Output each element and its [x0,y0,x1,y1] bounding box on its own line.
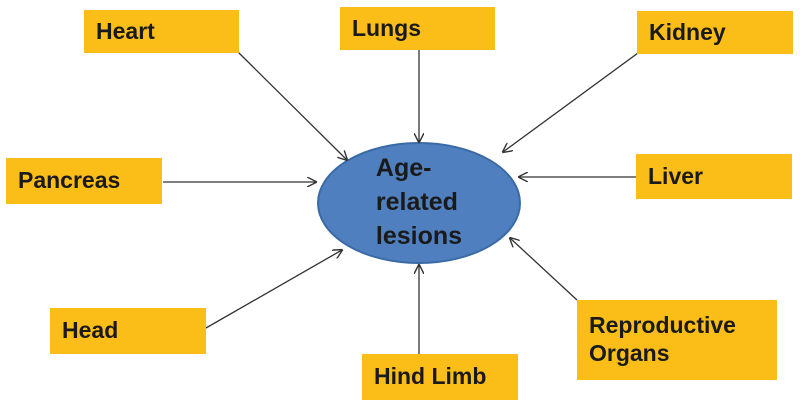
node-reproductive-organs: Reproductive Organs [577,300,777,380]
center-label-text: Age- related lesions [375,154,463,250]
node-kidney: Kidney [637,11,793,54]
arrow-heart [237,51,347,160]
node-pancreas-label: Pancreas [18,167,121,194]
node-reproductive-organs-label: Reproductive Organs [589,312,736,366]
node-lungs-label: Lungs [352,14,421,41]
arrow-reproductive-organs [510,238,578,301]
node-liver-label: Liver [648,162,703,189]
node-head: Head [50,308,206,354]
node-pancreas: Pancreas [6,158,162,204]
center-label: Age- related lesions [318,143,520,263]
center-ellipse [317,142,521,264]
node-hind-limb: Hind Limb [362,354,518,400]
node-head-label: Head [62,317,119,344]
node-kidney-label: Kidney [649,18,726,45]
node-heart-label: Heart [96,17,155,44]
arrow-head [205,250,342,329]
arrow-kidney [503,52,639,152]
node-hind-limb-label: Hind Limb [374,363,487,390]
node-lungs: Lungs [340,7,495,50]
node-heart: Heart [84,10,239,53]
node-liver: Liver [636,154,792,199]
